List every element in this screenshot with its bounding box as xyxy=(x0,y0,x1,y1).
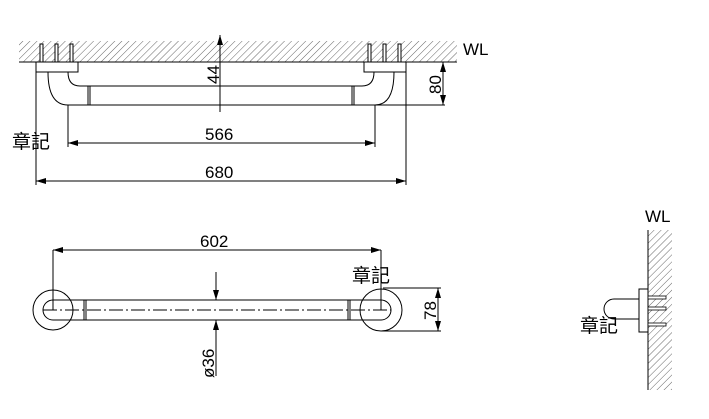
dim-680: 680 xyxy=(205,163,233,182)
front-view: 44 80 566 680 WL 章記 xyxy=(12,35,489,185)
side-flange xyxy=(638,288,649,333)
dim-80: 80 xyxy=(426,75,445,94)
dim-602: 602 xyxy=(200,232,228,251)
wall-hatch xyxy=(19,41,457,62)
wl-label: WL xyxy=(463,40,489,59)
screws-left xyxy=(39,43,402,63)
bar-inner xyxy=(67,71,375,87)
plan-view: 602 ø36 78 章記 xyxy=(32,232,441,378)
bar-outer xyxy=(47,71,395,106)
bar-plan xyxy=(42,299,392,321)
side-bar xyxy=(603,298,639,320)
stamp-mark-plan: 章記 xyxy=(352,265,390,287)
flange-right xyxy=(363,61,407,73)
stamp-mark-side: 章記 xyxy=(580,315,618,337)
stamp-mark: 章記 xyxy=(12,131,50,153)
side-view: WL 章記 xyxy=(580,207,672,390)
flange-left xyxy=(35,61,79,73)
dim-44: 44 xyxy=(204,65,223,84)
side-wl-label: WL xyxy=(645,207,671,226)
dim-diameter-36: ø36 xyxy=(199,349,218,378)
dim-566: 566 xyxy=(205,125,233,144)
dim-78: 78 xyxy=(421,301,440,320)
